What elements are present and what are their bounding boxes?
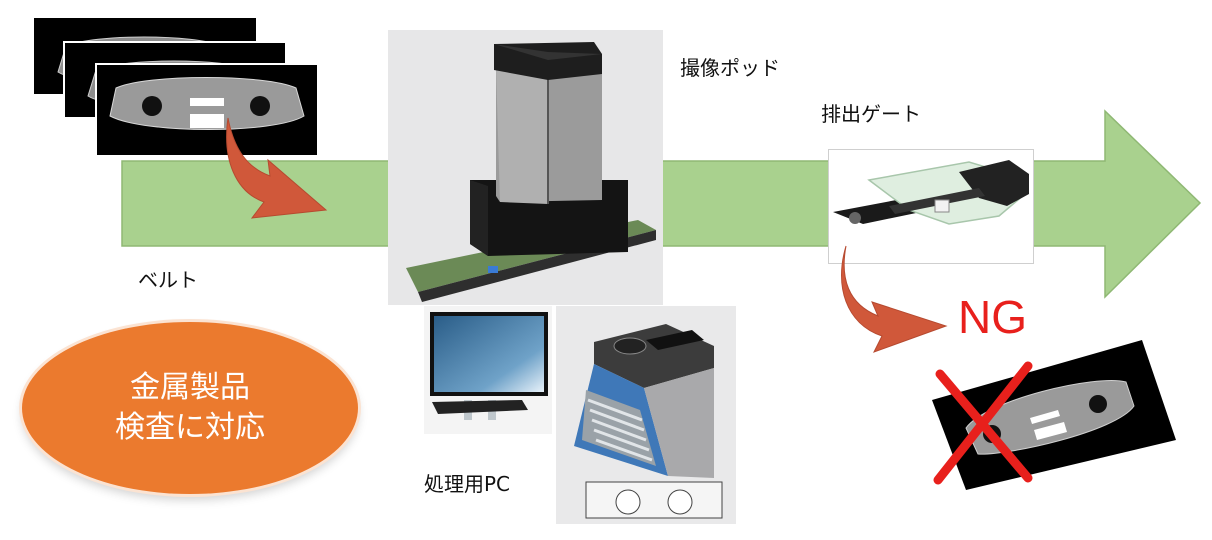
metal-inspection-badge: 金属製品 検査に対応	[22, 322, 358, 494]
badge-line-2: 検査に対応	[115, 410, 265, 445]
monitor-image	[424, 306, 552, 434]
camera-pod-image	[388, 30, 663, 305]
processing-pc-label: 処理用PC	[424, 472, 511, 496]
xray-image-stack	[34, 18, 319, 157]
eject-gate-image	[828, 149, 1034, 264]
rejected-part-image	[932, 340, 1176, 490]
pc-chassis-image	[556, 306, 736, 524]
eject-gate-label: 排出ゲート	[821, 102, 921, 126]
badge-line-1: 金属製品	[130, 370, 250, 405]
camera-pod-label: 撮像ポッド	[680, 56, 780, 80]
reject-arrow	[841, 245, 948, 353]
feed-arrow	[226, 117, 328, 219]
belt-label: ベルト	[138, 268, 198, 292]
ng-label: NG	[958, 291, 1027, 343]
